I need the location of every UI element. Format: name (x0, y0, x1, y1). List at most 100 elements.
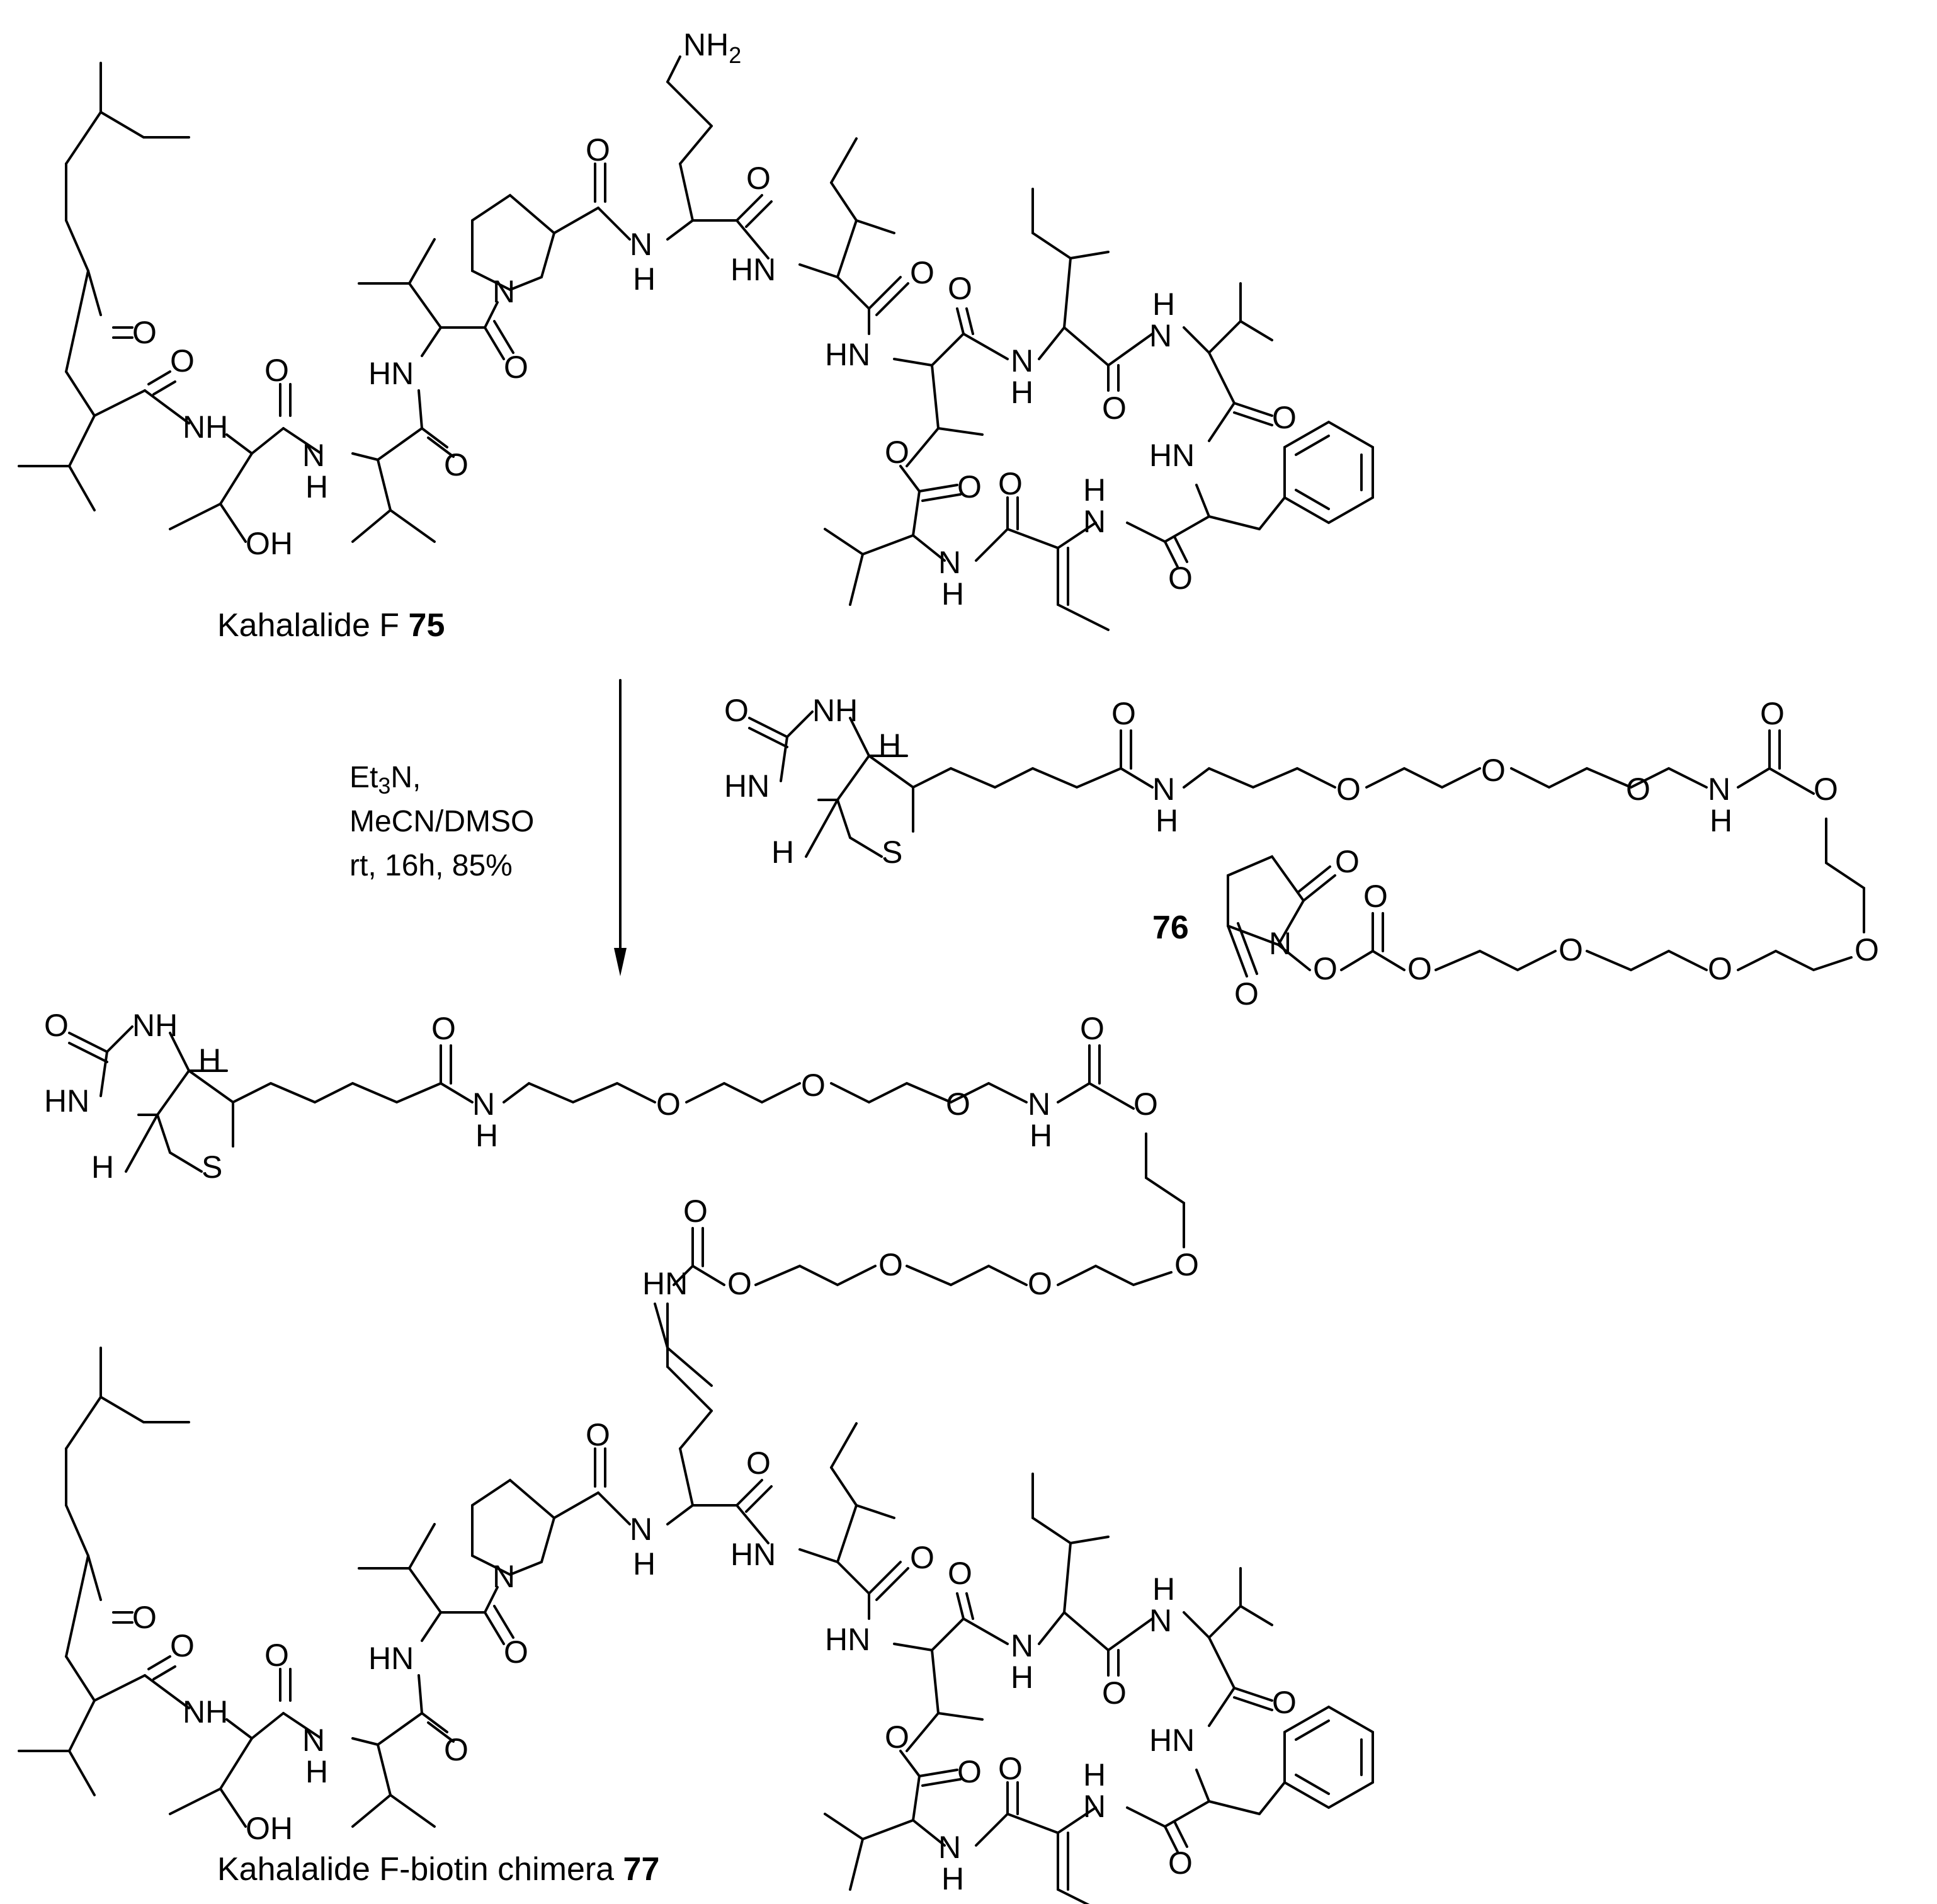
hn-label: HN (44, 1083, 89, 1119)
h-label: H (475, 1118, 498, 1153)
o-label: O (1111, 696, 1136, 731)
oh-label: OH (246, 526, 293, 561)
o-label: O (431, 1011, 456, 1046)
hn-label: HN (368, 356, 414, 391)
o-label: O (44, 1008, 69, 1043)
h-label: H (1011, 375, 1033, 410)
n-label: N (302, 438, 325, 473)
h-label: H (633, 261, 656, 297)
n-label: N (1149, 318, 1172, 353)
nh-label: NH (183, 409, 228, 445)
o-label: O (1559, 932, 1583, 967)
o-label: O (656, 1086, 681, 1122)
chimera-kahalalide-f-atom-labels: O O N N H HN O O HN N H H N O O HN O O O… (132, 1417, 1297, 1896)
n-label: N (938, 1830, 961, 1865)
o-label: O (132, 315, 157, 350)
hn-label: HN (642, 1266, 688, 1301)
h-label: H (1152, 1571, 1175, 1607)
s-label: S (202, 1149, 222, 1185)
o-label: O (132, 1600, 157, 1635)
o-label: O (1760, 696, 1785, 731)
o-label: O (586, 1417, 610, 1452)
h-label: H (1152, 287, 1175, 322)
h-label: H (91, 1149, 114, 1185)
n-label: N (630, 1512, 652, 1547)
o-label: O (878, 1247, 903, 1282)
conditions-solvent: MeCN/DMSO (349, 805, 534, 838)
compound-76-atom-labels: O NH H HN H S O N H O O O N H O O O O O … (724, 693, 1879, 1012)
o-label: O (1407, 951, 1432, 986)
o-label: O (264, 1638, 289, 1673)
o-label: O (946, 1086, 970, 1122)
compound-75-caption: Kahalalide F 75 (217, 607, 445, 644)
o-label: O (957, 1754, 982, 1789)
o-label: O (264, 353, 289, 388)
h-label: H (305, 469, 328, 505)
hn-label: HN (368, 1641, 414, 1676)
n-label: N (1269, 926, 1292, 961)
h-label: H (1083, 472, 1106, 508)
conditions-reagent: Et3N, (349, 761, 421, 799)
o-label: O (504, 1634, 528, 1670)
o-label: O (444, 1732, 469, 1767)
reaction-arrow (614, 679, 627, 976)
n-label: N (1152, 772, 1175, 807)
hn-label: HN (730, 1537, 776, 1572)
n-label: N (1011, 1628, 1033, 1663)
compound-77-caption: Kahalalide F-biotin chimera 77 (217, 1851, 659, 1888)
o-label: O (801, 1068, 826, 1103)
o-label: O (998, 466, 1023, 501)
chimera-linker-structure (68, 1025, 1185, 1387)
o-label: O (1102, 1675, 1127, 1711)
o-label: O (1272, 1685, 1297, 1720)
o-label: O (1855, 932, 1879, 967)
o-label: O (1313, 951, 1338, 986)
h-label: H (941, 1861, 964, 1896)
o-label: O (724, 693, 749, 728)
hn-label: HN (825, 1622, 870, 1657)
o-label: O (1336, 772, 1361, 807)
n-label: N (302, 1723, 325, 1758)
h-label: H (1710, 803, 1732, 838)
kahalalide-f-atom-labels: NH2 O O N N H HN O O HN N H H N O O HN O… (132, 27, 1297, 612)
s-label: S (882, 835, 902, 870)
chimera-linker-atom-labels: O NH H HN H S O N H O O O N H O O O O O … (44, 1008, 1199, 1301)
nh-label: NH (132, 1008, 178, 1043)
h-label: H (305, 1754, 328, 1789)
compound-76-structure (748, 710, 1865, 978)
n-label: N (938, 545, 961, 580)
o-label: O (948, 1556, 972, 1591)
h-label: H (1030, 1118, 1052, 1153)
o-label: O (1272, 400, 1297, 435)
h-label: H (198, 1042, 221, 1078)
hn-label: HN (724, 768, 770, 804)
hn-label: HN (825, 337, 870, 372)
h-label: H (633, 1546, 656, 1582)
o-label: O (1080, 1011, 1105, 1046)
o-label: O (1168, 561, 1193, 596)
h-label: H (941, 576, 964, 612)
o-label: O (170, 1628, 195, 1663)
h-label: H (771, 835, 794, 870)
o-label: O (1168, 1845, 1193, 1881)
hn-label: HN (730, 252, 776, 287)
n-label: N (1708, 772, 1730, 807)
o-label: O (957, 469, 982, 505)
h-label: H (1156, 803, 1178, 838)
o-label: O (1133, 1086, 1158, 1122)
o-label: O (1814, 772, 1838, 807)
chimera-kahalalide-f-structure (18, 1303, 1374, 1904)
n-label: N (1083, 504, 1106, 539)
nh-label: NH (812, 693, 858, 728)
n-label: N (1011, 343, 1033, 379)
oh-label: OH (246, 1811, 293, 1846)
o-label: O (1363, 879, 1388, 914)
conditions-time-yield: rt, 16h, 85% (349, 849, 513, 882)
n-label: N (1149, 1603, 1172, 1638)
o-label: O (885, 1719, 909, 1755)
o-label: O (1174, 1247, 1199, 1282)
o-label: O (1028, 1266, 1052, 1301)
o-label: O (746, 1445, 771, 1481)
h-label: H (1011, 1660, 1033, 1695)
